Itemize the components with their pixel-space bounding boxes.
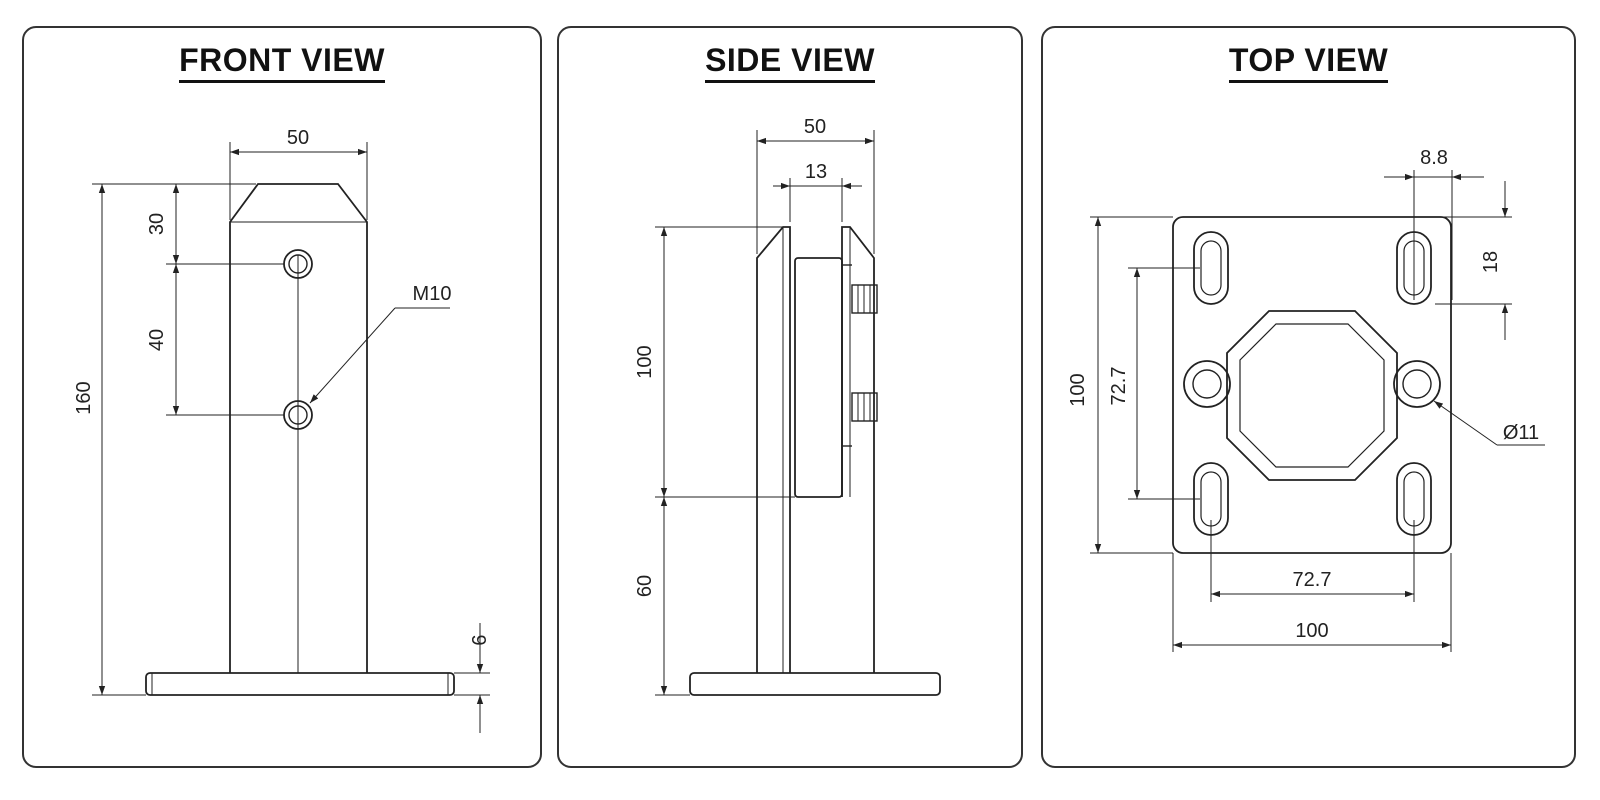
front-view-title: FRONT VIEW [179,42,385,83]
front-width-dimension [229,142,368,220]
side-height-dimensions [655,226,795,696]
top-view-drawing [1090,170,1545,652]
front-hole-spacing-label: 40 [146,329,168,351]
front-hole-dimensions [166,184,284,416]
front-height-label: 160 [73,381,95,414]
side-view-title: SIDE VIEW [705,42,875,83]
side-view-drawing [655,130,941,696]
front-post-outline [229,183,368,673]
top-base-plate [1172,216,1452,554]
side-gap-dimension [773,178,862,222]
top-slot-width-dimension [1384,170,1484,300]
side-lower-height-label: 60 [634,575,656,597]
top-slot-spacing-h-dimension [1210,520,1415,602]
top-slot-length-dimension [1435,181,1512,340]
top-octagon-post [1226,310,1398,481]
top-hole-dia-label: Ø11 [1503,422,1539,444]
front-height-dimension [92,183,256,696]
top-slot-spacing-h-label: 72.7 [1293,569,1332,591]
side-base-plate [689,672,941,696]
side-pressure-pad [794,257,843,498]
front-base-thickness-dimension [454,623,490,733]
front-width-label: 50 [287,127,309,149]
top-plate-height-dimension [1090,216,1173,554]
top-slot-spacing-v-dimension [1128,267,1200,500]
top-hole-leader [1433,400,1545,446]
front-base-thickness-label: 9 [467,634,489,645]
top-slot-width-label: 8.8 [1420,147,1448,169]
side-width-dimension [756,130,875,254]
top-hole-left [1183,360,1231,408]
front-hole-top-label: 30 [146,213,168,235]
top-hole-right [1393,360,1441,408]
front-thread-label: M10 [413,283,452,305]
front-view-drawing [92,142,490,733]
top-plate-height-label: 100 [1067,373,1089,406]
top-plate-width-dimension [1172,553,1452,652]
top-view-title: TOP VIEW [1228,42,1389,83]
front-base-plate [145,672,455,696]
side-gap-label: 13 [805,161,827,183]
side-left-clamp [756,226,791,673]
top-slot-length-label: 18 [1480,251,1502,273]
side-clamp-height-label: 100 [634,345,656,378]
front-thread-leader [309,307,450,404]
side-width-label: 50 [804,116,826,138]
top-plate-width-label: 100 [1295,620,1328,642]
top-slot-spacing-v-label: 72.7 [1108,367,1130,406]
